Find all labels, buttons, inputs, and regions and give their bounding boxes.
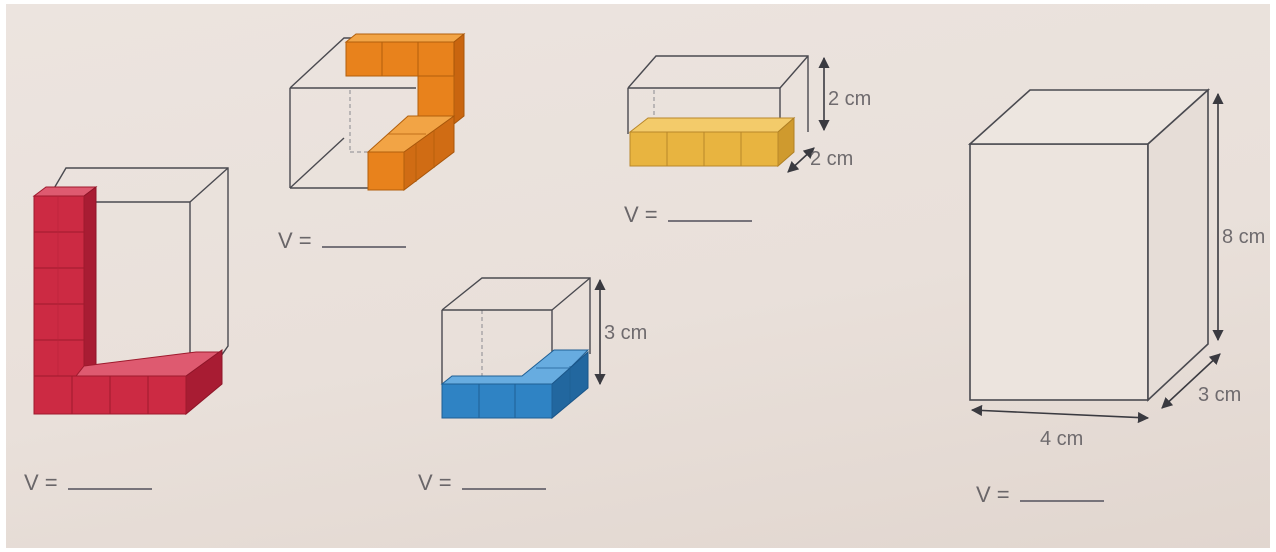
red-cube-row [33,349,223,416]
blue-figure [440,277,606,420]
blue-volume-prompt: V = [418,470,546,496]
prism-width-label: 4 cm [1040,428,1084,450]
orange-cube-column [417,32,465,126]
volume-prompt-text: V = [24,470,64,495]
answer-blank[interactable] [667,202,752,222]
blue-height-label: 3 cm [604,322,648,344]
answer-blank[interactable] [1019,482,1104,502]
red-l-figure [32,167,229,416]
yellow-depth-arrow [787,147,815,173]
yellow-depth-label: 2 cm [810,148,854,170]
yellow-figure [627,55,830,173]
red-volume-prompt: V = [24,470,152,496]
orange-cube-bottom-row [366,115,456,192]
prism-depth-arrow [1161,353,1221,409]
orange-volume-prompt: V = [278,228,406,254]
volume-prompt-text: V = [976,482,1016,507]
worksheet-page: 2 cm 2 cm 3 cm 8 cm 3 cm 4 cm V = V = V … [6,4,1270,548]
prism-volume-prompt: V = [976,482,1104,508]
prism-height-label: 8 cm [1222,226,1266,248]
volume-prompt-text: V = [418,470,458,495]
answer-blank[interactable] [67,470,152,490]
rectangular-prism [967,88,1224,424]
volume-prompt-text: V = [624,202,664,227]
yellow-cube-row [628,116,796,168]
orange-figure [289,32,466,192]
blue-cube-group [440,349,590,420]
answer-blank[interactable] [461,470,546,490]
red-cube-column [32,186,98,377]
volume-prompt-text: V = [278,228,318,253]
answer-blank[interactable] [321,228,406,248]
figures-canvas [32,32,1224,424]
prism-width-arrow [970,404,1150,424]
yellow-volume-prompt: V = [624,202,752,228]
orange-cube-top-row [344,33,466,77]
prism-depth-label: 3 cm [1198,384,1242,406]
yellow-height-label: 2 cm [828,88,872,110]
